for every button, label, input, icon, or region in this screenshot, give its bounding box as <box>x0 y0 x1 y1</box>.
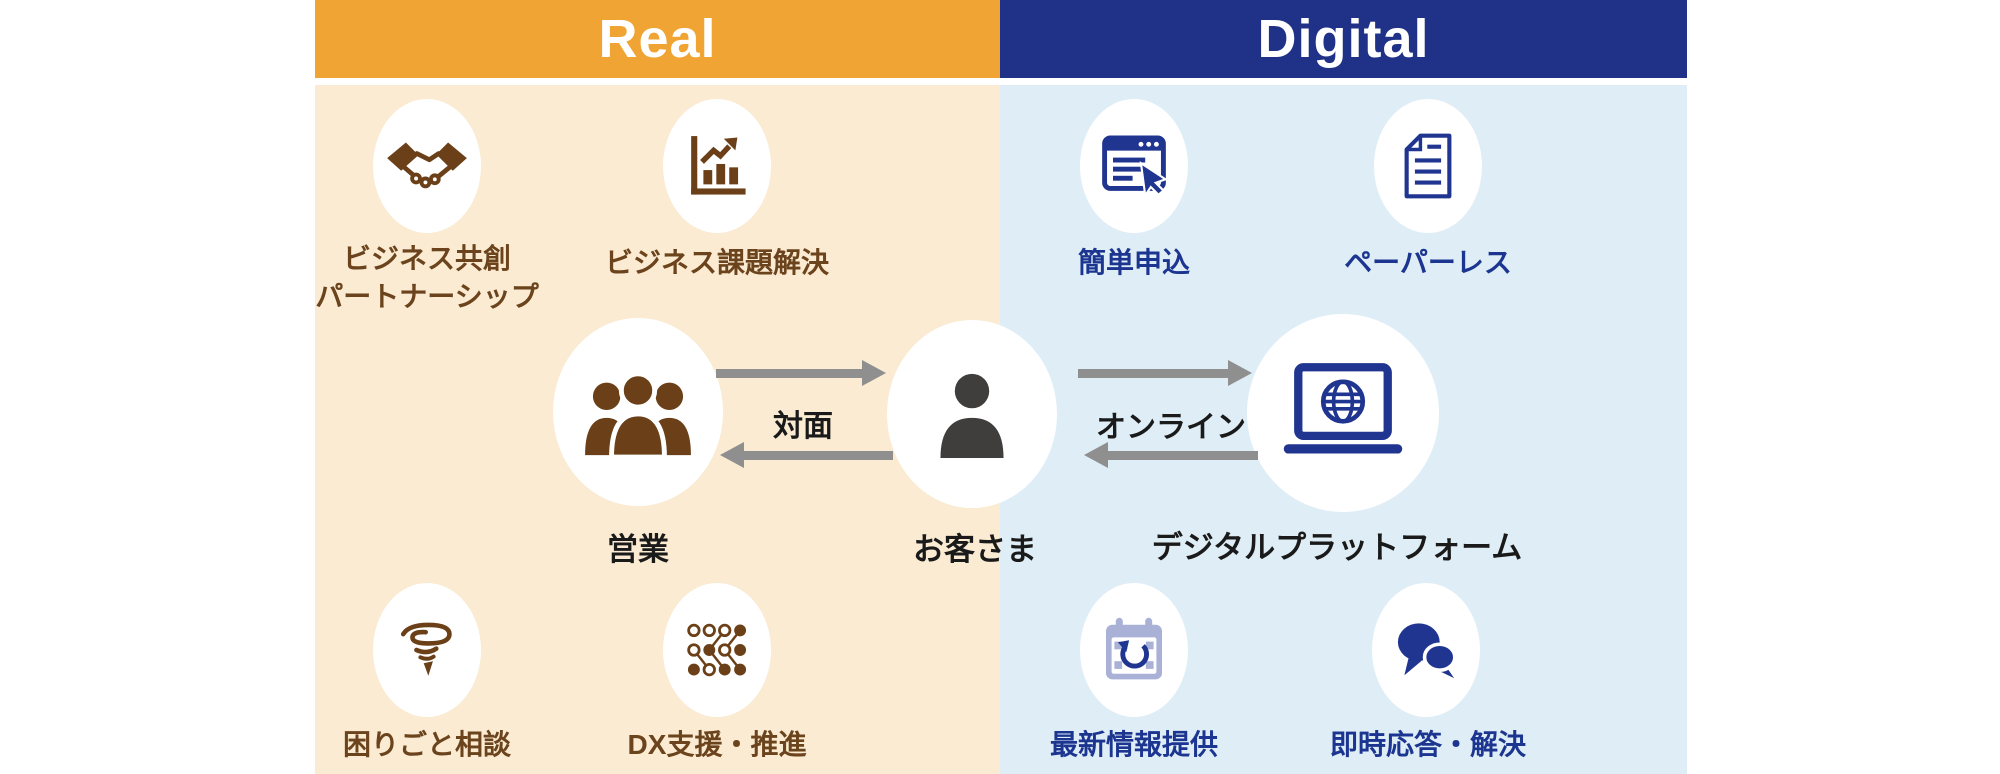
label-line: 簡単申込 <box>1077 247 1190 278</box>
sales-label: 営業 <box>607 532 669 567</box>
platform-label: デジタルプラットフォーム <box>1151 530 1523 565</box>
digital-header-title: Digital <box>1257 9 1430 69</box>
laptop-globe-icon <box>1247 314 1439 512</box>
arrow-platform-to-customer-icon <box>1084 442 1258 468</box>
face-to-face-label: 対面 <box>773 410 833 443</box>
arrow-customer-to-sales-icon <box>720 442 893 468</box>
real-header-title: Real <box>598 9 717 69</box>
label-line: 困りごと相談 <box>342 729 511 760</box>
instant-response-label: 即時応答・解決 <box>1228 726 1628 764</box>
label-line: DX支援・推進 <box>627 729 807 760</box>
partnership-label: ビジネス共創 パートナーシップ <box>227 240 627 316</box>
label-line: パートナーシップ <box>315 281 539 312</box>
dx-support-label: DX支援・推進 <box>517 726 917 764</box>
customer-label: お客さま <box>913 532 1037 567</box>
browser-form-icon <box>1080 99 1188 233</box>
label-line: ビジネス課題解決 <box>604 247 829 278</box>
people-group-icon <box>553 318 723 506</box>
latest-info-label: 最新情報提供 <box>934 726 1334 764</box>
arrow-sales-to-customer-icon <box>716 360 886 386</box>
calendar-refresh-icon <box>1080 583 1188 717</box>
tornado-icon <box>373 583 481 717</box>
label-line: ペーパーレス <box>1344 247 1512 278</box>
issue-solving-label: ビジネス課題解決 <box>517 244 917 282</box>
bar-chart-icon <box>663 99 771 233</box>
arrow-customer-to-platform-icon <box>1078 360 1252 386</box>
person-icon <box>887 320 1057 508</box>
digital-header: Digital <box>1000 0 1687 78</box>
network-icon <box>663 583 771 717</box>
paperless-label: ペーパーレス <box>1228 244 1628 282</box>
real-header: Real <box>315 0 1000 78</box>
easy-apply-label: 簡単申込 <box>934 244 1334 282</box>
document-icon <box>1374 99 1482 233</box>
label-line: 最新情報提供 <box>1049 729 1218 760</box>
trouble-consult-label: 困りごと相談 <box>227 726 627 764</box>
label-line: 即時応答・解決 <box>1329 729 1526 760</box>
chat-bubbles-icon <box>1372 583 1480 717</box>
online-label: オンライン <box>1096 411 1246 444</box>
handshake-icon <box>373 99 481 233</box>
label-line: ビジネス共創 <box>342 243 511 274</box>
